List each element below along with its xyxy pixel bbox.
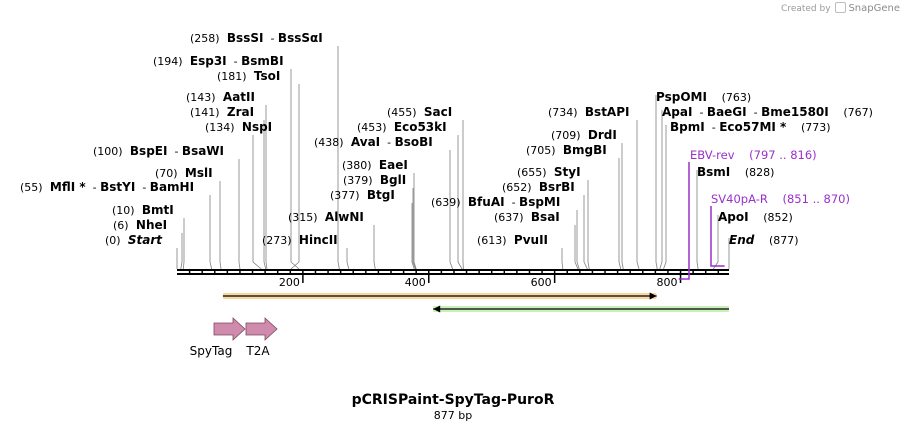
ruler-tick-label: 200 xyxy=(279,276,300,289)
credit-brand: SnapGene xyxy=(848,3,900,14)
site-leader-line xyxy=(290,84,300,270)
snapgene-logo-icon xyxy=(835,2,847,13)
site-label-bpmi: BpmI - Eco57MI * (773) xyxy=(670,120,831,134)
site-label-bmti: (10) BmtI xyxy=(112,203,174,217)
feature-arrows: SpyTag T2A xyxy=(190,317,278,358)
site-label-bsssi: (258) BssSI - BssSαI xyxy=(190,31,323,45)
site-label-apai: ApaI - BaeGI - Bme1580I (767) xyxy=(662,105,873,119)
site-leader-line xyxy=(337,46,340,270)
feature-arrow-t2a xyxy=(245,317,278,341)
orf-arrowhead xyxy=(649,292,657,300)
sequence-backbone xyxy=(177,269,729,275)
primer-arrow-ebv-rev xyxy=(678,162,690,280)
site-label-btgi: (377) BtgI xyxy=(330,188,395,202)
site-label-bmgbi: (705) BmgBI xyxy=(526,143,607,157)
ruler-tick-label: 800 xyxy=(657,276,678,289)
site-leader-line xyxy=(412,188,416,270)
site-leader-line xyxy=(180,233,183,270)
site-leader-line xyxy=(263,120,267,270)
site-leader-line xyxy=(574,225,579,270)
site-label-nhei: (6) NheI xyxy=(113,218,167,232)
orf-arrows xyxy=(222,292,729,313)
site-label-bstapi: (734) BstAPI xyxy=(548,105,629,119)
orf-arrowhead xyxy=(433,305,441,313)
site-leader-line xyxy=(663,125,667,270)
site-label-bsmi: BsmI (828) xyxy=(697,165,774,179)
site-leader-line xyxy=(659,110,663,270)
credit-prefix: Created by xyxy=(781,4,831,14)
site-label-tsoi: (181) TsoI xyxy=(217,69,280,83)
map-title-block: pCRISPaint-SpyTag-PuroR 877 bp xyxy=(0,392,906,422)
site-label-start: (0) Start xyxy=(105,233,163,247)
site-leader-line xyxy=(346,248,350,270)
feature-label-t2a: T2A xyxy=(245,344,270,358)
site-label-bfuai: (639) BfuAI - BspMI xyxy=(431,195,560,209)
primer-arrow-sv40pa-r xyxy=(710,206,725,267)
site-label-hincii: (273) HincII xyxy=(262,233,338,247)
primer-annotations: EBV-rev (797 .. 816) SV40pA-R (851 .. 870… xyxy=(678,148,850,280)
site-leader-line xyxy=(587,180,590,270)
site-leader-line xyxy=(618,158,622,270)
site-label-bspei: (100) BspEI - BsaWI xyxy=(93,144,224,158)
site-leader-line xyxy=(252,135,262,270)
site-label-nspi: (134) NspI xyxy=(205,120,272,134)
site-label-aatii: (143) AatII xyxy=(186,90,255,104)
site-label-eaei: (380) EaeI xyxy=(342,158,408,172)
site-leader-line xyxy=(621,143,624,270)
site-leader-line xyxy=(182,218,185,270)
site-leader-line xyxy=(413,173,417,270)
plasmid-length: 877 bp xyxy=(433,409,473,422)
site-leader-lines xyxy=(176,46,730,270)
restriction-site-labels: (258) BssSI - BssSαI(194) Esp3I - BsmBI(… xyxy=(20,31,873,247)
feature-arrow-spytag xyxy=(213,317,246,341)
site-label-eco53ki: (453) Eco53kI xyxy=(357,120,447,134)
site-label-bgli: (379) BglI xyxy=(343,173,406,187)
site-label-esp3i: (194) Esp3I - BsmBI xyxy=(153,54,284,68)
site-leader-line xyxy=(457,135,463,270)
site-label-pvuii: (613) PvuII xyxy=(477,233,548,247)
site-leader-line xyxy=(696,170,699,270)
site-label-drdi: (709) DrdI xyxy=(551,128,617,142)
site-label-saci: (455) SacI xyxy=(387,105,452,119)
feature-label-spytag: SpyTag xyxy=(190,344,233,358)
ruler-tick-label: 400 xyxy=(405,276,426,289)
site-label-bsrbi: (652) BsrBI xyxy=(502,180,575,194)
site-leader-line xyxy=(576,210,580,270)
site-leader-line xyxy=(290,69,300,270)
site-leader-line xyxy=(583,195,588,270)
ruler-tick-label: 600 xyxy=(531,276,552,289)
site-leader-line xyxy=(219,181,222,270)
site-leader-line xyxy=(655,95,658,270)
snapgene-credit: Created by SnapGene xyxy=(781,2,900,14)
site-leader-line xyxy=(411,203,415,270)
site-leader-line xyxy=(209,195,213,270)
site-label-zrai: (141) ZraI xyxy=(190,105,254,119)
site-label-mfli: (55) MflI * - BstYI - BamHI xyxy=(20,180,194,194)
site-leader-line xyxy=(561,248,564,270)
site-label-end: End (877) xyxy=(729,233,799,247)
site-label-alwni: (315) AlwNI xyxy=(288,210,364,224)
site-label-styi: (655) StyI xyxy=(517,165,581,179)
plasmid-title: pCRISPaint-SpyTag-PuroR xyxy=(351,392,555,408)
site-label-apoi: ApoI (852) xyxy=(718,210,793,224)
site-label-msli: (70) MslI xyxy=(155,166,213,180)
site-label-avai: (438) AvaI - BsoBI xyxy=(314,135,433,149)
site-label-pspomi: PspOMI (763) xyxy=(656,90,751,104)
primer-label-sv40pa-r: SV40pA-R (851 .. 870) xyxy=(711,192,850,206)
primer-label-ebv-rev: EBV-rev (797 .. 816) xyxy=(690,148,817,162)
site-leader-line xyxy=(449,150,454,270)
site-label-bsai: (637) BsaI xyxy=(494,210,560,224)
site-leader-line xyxy=(636,120,640,270)
site-leader-line xyxy=(265,105,268,270)
site-leader-line xyxy=(238,159,241,270)
position-ruler: 200 400 600 800 xyxy=(279,275,682,289)
site-leader-line xyxy=(373,225,376,270)
